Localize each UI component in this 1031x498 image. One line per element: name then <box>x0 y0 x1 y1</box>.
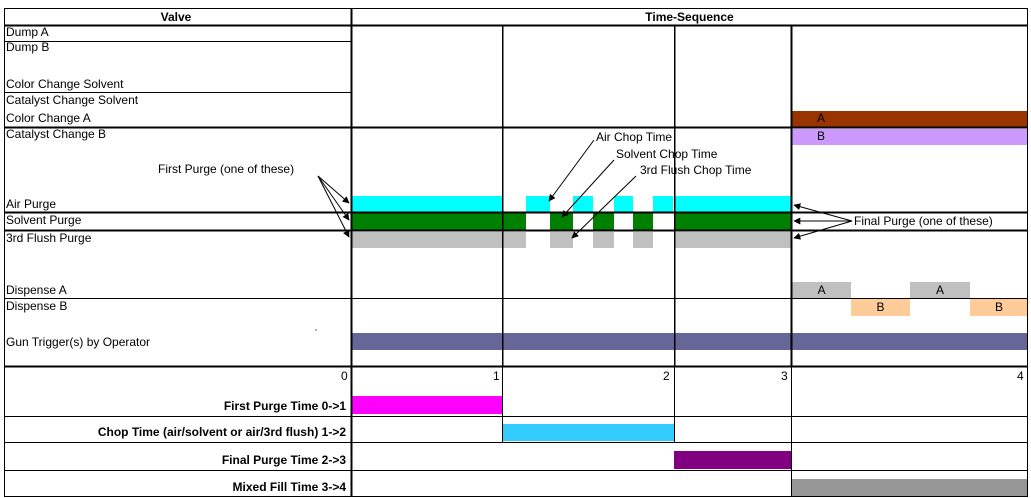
valve-label-dispense-a: Dispense A <box>6 283 67 297</box>
annotation-air-chop: Air Chop Time <box>596 130 673 144</box>
axis-tick-0: 0 <box>341 369 348 383</box>
phase-chop-bar <box>503 424 674 441</box>
valve-label-dump-b: Dump B <box>6 40 50 54</box>
dispense-a-bar <box>910 282 970 298</box>
valve-header: Valve <box>160 10 192 24</box>
3rd-flush-purge-bar <box>352 232 526 248</box>
annotation-3rd-flush-chop: 3rd Flush Chop Time <box>640 163 752 177</box>
solvent-purge-bar <box>352 213 526 230</box>
gun-trigger-bar <box>352 333 1028 350</box>
solvent-chop-bar <box>593 213 614 230</box>
annotation-solvent-chop: Solvent Chop Time <box>616 147 718 161</box>
axis-tick-3: 3 <box>781 369 788 383</box>
catalyst-change-b-label: B <box>816 129 825 143</box>
dispense-a-bar <box>792 282 851 298</box>
phase-label-first-purge: First Purge Time 0->1 <box>223 399 346 413</box>
dispense-b-bar <box>851 299 910 316</box>
dispense-b-label: B <box>994 300 1003 314</box>
3rd-flush-chop-bar <box>593 232 614 248</box>
valve-label-air-purge: Air Purge <box>6 197 57 211</box>
phase-final-purge-bar <box>674 451 792 469</box>
dispense-b-bar <box>970 299 1028 316</box>
dispense-b-label: B <box>876 300 885 314</box>
air-chop-bar <box>614 196 633 212</box>
phase-mixed-fill-bar <box>792 479 1028 496</box>
dispense-a-label: A <box>817 283 826 297</box>
3rd-flush-purge-final-bar <box>675 232 791 248</box>
air-purge-bar <box>352 196 502 212</box>
3rd-flush-chop-bar <box>550 232 573 248</box>
phase-label-mixed-fill: Mixed Fill Time 3->4 <box>232 480 346 494</box>
valve-label-color-change-a: Color Change A <box>6 111 91 125</box>
catalyst-change-b-bar <box>792 129 1028 145</box>
solvent-chop-bar <box>633 213 653 230</box>
phase-label-final-purge: Final Purge Time 2->3 <box>221 453 346 467</box>
valve-label-catalyst-change-b: Catalyst Change B <box>6 127 107 141</box>
valve-label-dump-a: Dump A <box>6 25 49 39</box>
air-chop-bar <box>653 196 673 212</box>
phase-first-purge-bar <box>352 396 503 414</box>
air-chop-bar <box>526 196 550 212</box>
annotation-first-purge: First Purge (one of these) <box>158 162 295 176</box>
valve-label-catalyst-change-solvent: Catalyst Change Solvent <box>6 93 139 107</box>
air-purge-final-bar <box>675 196 791 212</box>
phase-label-chop: Chop Time (air/solvent or air/3rd flush)… <box>97 425 346 439</box>
valve-label-color-change-solvent: Color Change Solvent <box>6 77 124 91</box>
valve-label-gun-trigger: Gun Trigger(s) by Operator <box>6 335 151 349</box>
solvent-purge-final-bar <box>675 213 791 230</box>
color-change-a-label: A <box>816 111 825 125</box>
annotation-final-purge: Final Purge (one of these) <box>854 214 993 228</box>
valve-label-dispense-b: Dispense B <box>6 299 68 313</box>
time-sequence-header: Time-Sequence <box>645 10 734 24</box>
3rd-flush-chop-bar <box>633 232 653 248</box>
axis-tick-4: 4 <box>1017 369 1024 383</box>
color-change-a-bar <box>792 111 1028 127</box>
dispense-a-label: A <box>935 283 944 297</box>
axis-tick-1: 1 <box>493 369 500 383</box>
axis-tick-2: 2 <box>663 369 670 383</box>
valve-label-3rd-flush-purge: 3rd Flush Purge <box>6 231 92 245</box>
valve-label-solvent-purge: Solvent Purge <box>6 213 82 227</box>
